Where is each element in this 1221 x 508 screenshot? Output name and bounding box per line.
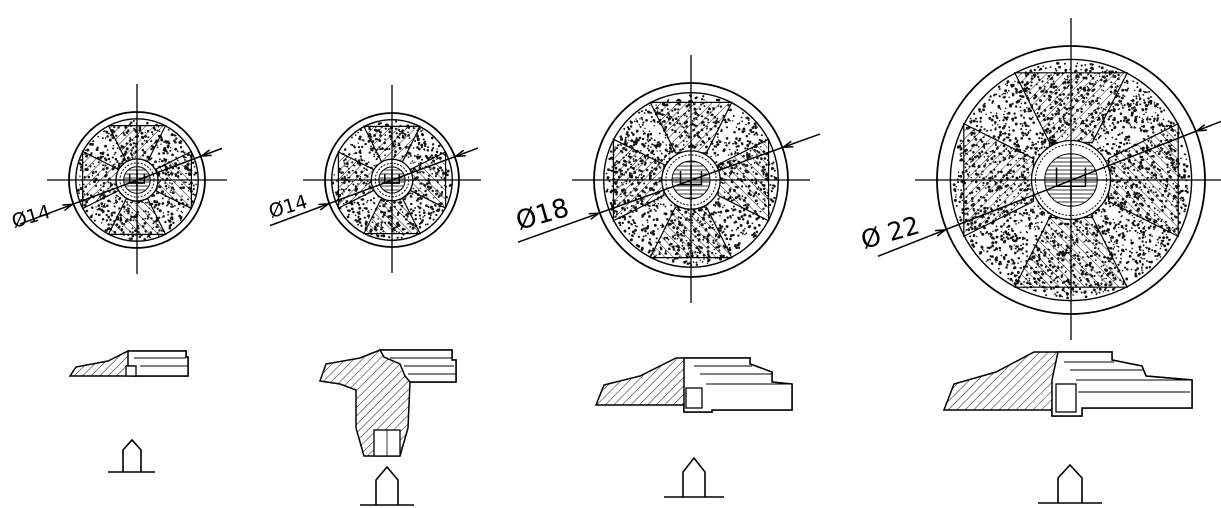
top-views xyxy=(19,18,1221,340)
medallion-view-3 xyxy=(517,55,821,303)
arrow-pin-symbol-1 xyxy=(108,438,155,473)
arrow-pin-symbol-4 xyxy=(1038,463,1102,504)
arrow-pin-symbol-3 xyxy=(664,456,724,498)
dimension-label-2: Ø14 xyxy=(266,191,310,223)
medallion-view-4 xyxy=(877,18,1221,340)
dimension-label-3: Ø18 xyxy=(513,193,573,237)
medallion-view-1 xyxy=(19,84,227,274)
arrow-pin-symbol-2 xyxy=(360,465,414,506)
section-profile-3 xyxy=(594,357,793,413)
medallion-view-2 xyxy=(269,85,481,273)
dimension-label-1: Ø14 xyxy=(9,201,53,233)
dimension-label-4: Ø 22 xyxy=(858,211,923,255)
section-profile-4 xyxy=(942,351,1193,417)
section-profile-2 xyxy=(318,349,457,457)
section-profile-1 xyxy=(68,350,189,377)
pin-symbols xyxy=(108,438,1102,506)
section-views xyxy=(68,349,1193,457)
